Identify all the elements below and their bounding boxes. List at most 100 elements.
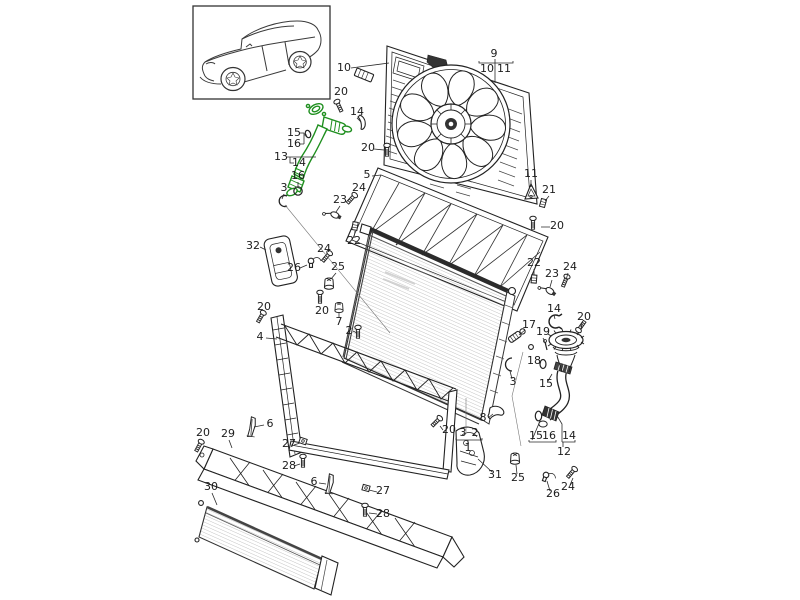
part-label-31: 31 — [488, 468, 502, 481]
part-label-5: 5 — [364, 168, 371, 181]
lower-carrier — [195, 445, 465, 569]
sensor-26 — [541, 471, 556, 483]
part-label-15: 15 — [529, 429, 543, 442]
part-label-20: 20 — [361, 141, 375, 154]
screw-glyph — [529, 215, 537, 230]
part-label-21: 21 — [542, 183, 556, 196]
part-label-16: 16 — [287, 137, 301, 150]
fan — [391, 64, 511, 184]
part-label-23: 23 — [333, 193, 347, 206]
low-temp-radiator — [194, 500, 339, 596]
part-label-2: 2 — [472, 426, 479, 439]
part-label-10: 10 — [337, 61, 351, 74]
part-label-30: 30 — [204, 480, 218, 493]
air-guide-31 — [455, 426, 485, 476]
part-label-10: 10 — [480, 62, 494, 75]
part-label-14: 14 — [292, 156, 306, 169]
part-label-19: 19 — [536, 325, 550, 338]
part-label-28: 28 — [376, 507, 390, 520]
part-label-17: 17 — [522, 318, 536, 331]
radiator — [341, 223, 517, 425]
part-label-14: 14 — [547, 302, 561, 315]
alignment-lines — [284, 204, 524, 447]
sensor-23 — [321, 206, 343, 223]
hook-3 — [504, 357, 513, 372]
neck-clamp — [553, 361, 573, 375]
part-label-24: 24 — [352, 181, 366, 194]
bracket-6 — [324, 473, 336, 495]
part-label-16: 16 — [291, 169, 305, 182]
part-label-15: 15 — [287, 126, 301, 139]
part-label-20: 20 — [257, 300, 271, 313]
part-label-24: 24 — [317, 242, 331, 255]
mount-25 — [509, 452, 521, 465]
hose-clamp — [541, 405, 560, 422]
part-label-1: 1 — [465, 441, 472, 454]
part-label-24: 24 — [561, 480, 575, 493]
part-label-14: 14 — [350, 105, 364, 118]
carrier-frame — [270, 314, 458, 480]
spring-clamp-14 — [548, 313, 563, 330]
fan-shroud-assembly — [383, 45, 538, 205]
part-label-27: 27 — [376, 484, 390, 497]
screw-glyph — [332, 97, 345, 114]
car-wheel-rear — [288, 50, 312, 74]
part-label-22: 22 — [347, 234, 361, 247]
part-label-3: 3 — [460, 426, 467, 439]
part-label-16: 16 — [542, 429, 556, 442]
washer-17 — [528, 344, 534, 350]
car-wheel-front — [220, 66, 246, 92]
vehicle-thumbnail — [192, 5, 331, 100]
part-label-15: 15 — [539, 377, 553, 390]
air-guide-32 — [263, 235, 298, 287]
mount-25 — [323, 277, 335, 290]
part-label-25: 25 — [511, 471, 525, 484]
leader-lines — [211, 59, 583, 515]
part-label-4: 4 — [257, 330, 264, 343]
part-label-22: 22 — [527, 256, 541, 269]
part-label-6: 6 — [267, 417, 274, 430]
part-label-18: 18 — [527, 354, 541, 367]
hook-3 — [278, 194, 288, 208]
part-label-29: 29 — [221, 427, 235, 440]
part-label-23: 23 — [545, 267, 559, 280]
part-label-20: 20 — [196, 426, 210, 439]
part-label-32: 32 — [246, 239, 260, 252]
part-label-3: 3 — [510, 375, 517, 388]
o-ring-15 — [304, 129, 312, 139]
part-label-7: 7 — [336, 315, 343, 328]
part-label-28: 28 — [282, 459, 296, 472]
screw-glyph — [299, 453, 307, 468]
clip-22 — [351, 221, 359, 231]
part-label-24: 24 — [563, 260, 577, 273]
highlighted-coolant-pipe — [286, 102, 353, 197]
screw-glyph — [559, 272, 572, 289]
part-label-20: 20 — [577, 310, 591, 323]
part-label-27: 27 — [282, 437, 296, 450]
part-label-12: 12 — [557, 445, 571, 458]
part-label-9: 9 — [491, 47, 498, 60]
sensor-26 — [307, 257, 322, 268]
clip-22 — [530, 274, 538, 284]
expansion-cap — [547, 328, 585, 373]
part-label-20: 20 — [550, 219, 564, 232]
part-label-3: 3 — [281, 181, 288, 194]
part-label-26: 26 — [546, 487, 560, 500]
small-parts — [192, 67, 588, 517]
part-label-20: 20 — [315, 304, 329, 317]
bracket-8 — [487, 405, 505, 420]
o-ring-18 — [539, 358, 547, 370]
part-label-8: 8 — [480, 411, 487, 424]
mount-7 — [334, 302, 344, 314]
part-label-26: 26 — [287, 261, 301, 274]
bracket-11 — [524, 182, 539, 200]
bracket-10 — [353, 67, 375, 83]
part-label-2: 2 — [346, 324, 353, 337]
part-label-14: 14 — [562, 429, 576, 442]
hose-o-ring — [534, 410, 543, 422]
part-label-11: 11 — [524, 167, 538, 180]
filler-neck-and-hose — [534, 328, 585, 428]
